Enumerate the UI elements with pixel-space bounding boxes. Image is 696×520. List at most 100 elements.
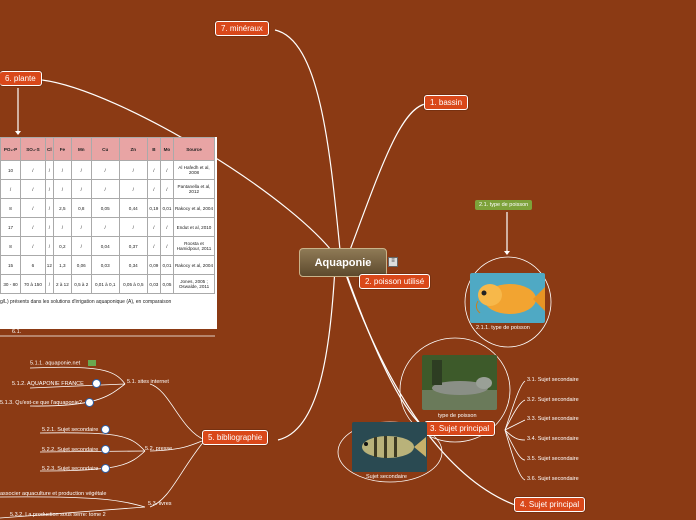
table-header-cell: Mo bbox=[160, 138, 173, 161]
subtopic-5-1[interactable]: 5.1. sites internet bbox=[127, 379, 169, 385]
table-cell: / bbox=[160, 161, 173, 180]
table-cell: / bbox=[160, 180, 173, 199]
subtopic-3-1[interactable]: 3.1. Sujet secondaire bbox=[527, 377, 579, 383]
subtopic-5-2[interactable]: 5.2. presse bbox=[145, 446, 172, 452]
table-row: 10////////Al Hafedh et al, 2008 bbox=[1, 161, 215, 180]
topic-label: 6. plante bbox=[5, 74, 36, 83]
table-cell: 0,8 bbox=[71, 199, 91, 218]
subtopic-5-1-1[interactable]: 5.1.1. aquaponie.net bbox=[30, 360, 96, 366]
table-cell: / bbox=[91, 218, 119, 237]
goldfish-image bbox=[470, 273, 545, 323]
table-cell: 0,06 bbox=[71, 256, 91, 275]
table-cell: Rakocy et al, 2004 bbox=[174, 199, 215, 218]
table-cell: 17 bbox=[1, 218, 21, 237]
table-cell: 0,03 bbox=[147, 275, 160, 294]
subtopic-3-4[interactable]: 3.4. Sujet secondaire bbox=[527, 436, 579, 442]
table-cell: 0,03 bbox=[91, 256, 119, 275]
item-label: 5.1.2. AQUAPONIE FRANCE bbox=[12, 381, 84, 387]
table-row: 17////////Endut et al, 2010 bbox=[1, 218, 215, 237]
globe-icon bbox=[85, 398, 94, 407]
image-caption: 2.1.1. type de poisson bbox=[476, 325, 530, 331]
subtopic-6-1[interactable]: 6.1. bbox=[12, 329, 21, 335]
subtopic-type-poisson[interactable]: 2.1. type de poisson bbox=[475, 200, 532, 210]
table-cell: / bbox=[53, 180, 71, 199]
table-cell: 0,44 bbox=[119, 199, 147, 218]
item-label: 5.2.2. Sujet secondaire bbox=[42, 447, 98, 453]
table-cell: / bbox=[160, 218, 173, 237]
topic-sujet-principal-4[interactable]: 4. Sujet principal bbox=[514, 497, 585, 512]
topic-poisson[interactable]: 2. poisson utilisé bbox=[359, 274, 430, 289]
table-cell: 0,34 bbox=[119, 256, 147, 275]
table-cell: / bbox=[45, 218, 53, 237]
table-cell: 0,01 bbox=[160, 199, 173, 218]
table-caption: g/L) présents dans les solutions d'irrig… bbox=[0, 299, 215, 305]
table-cell: Roosta et Hamidpour, 2011 bbox=[174, 237, 215, 256]
subtopic-5-3-1[interactable]: associer aquaculture et production végét… bbox=[0, 491, 106, 497]
topic-label: 5. bibliographie bbox=[208, 433, 262, 442]
globe-icon bbox=[101, 445, 110, 454]
table-cell: / bbox=[53, 161, 71, 180]
subtopic-3-6[interactable]: 3.6. Sujet secondaire bbox=[527, 476, 579, 482]
table-cell: / bbox=[147, 180, 160, 199]
image-caption: Sujet secondaire bbox=[366, 474, 407, 480]
topic-sujet-principal-3[interactable]: 3. Sujet principal bbox=[424, 421, 495, 436]
item-label: 5.2.3. Sujet secondaire bbox=[42, 466, 98, 472]
perch-image bbox=[352, 422, 427, 472]
topic-minerals[interactable]: 7. minéraux bbox=[215, 21, 269, 36]
subtopic-5-3[interactable]: 5.3. livres bbox=[148, 501, 172, 507]
subtopic-3-3[interactable]: 3.3. Sujet secondaire bbox=[527, 416, 579, 422]
catfish-image bbox=[422, 355, 497, 410]
table-cell: / bbox=[1, 180, 21, 199]
subtopic-5-1-2[interactable]: 5.1.2. AQUAPONIE FRANCE bbox=[12, 379, 101, 388]
table-cell: 0,01 à 0,1 bbox=[91, 275, 119, 294]
table-cell: / bbox=[147, 237, 160, 256]
central-topic[interactable]: Aquaponie bbox=[299, 248, 387, 277]
subtopic-3-5[interactable]: 3.5. Sujet secondaire bbox=[527, 456, 579, 462]
subtopic-3-2[interactable]: 3.2. Sujet secondaire bbox=[527, 397, 579, 403]
table-cell: / bbox=[147, 161, 160, 180]
topic-bassin[interactable]: 1. bassin bbox=[424, 95, 468, 110]
table-cell: Pantanella et al, 2012 bbox=[174, 180, 215, 199]
central-topic-label: Aquaponie bbox=[315, 257, 372, 269]
table-cell: / bbox=[21, 161, 46, 180]
table-cell: / bbox=[91, 161, 119, 180]
table-cell: Endut et al, 2010 bbox=[174, 218, 215, 237]
table-cell: 70 à 150 bbox=[21, 275, 46, 294]
table-cell: 0,05 bbox=[160, 275, 173, 294]
subtopic-5-2-1[interactable]: 5.2.1. Sujet secondaire bbox=[42, 425, 110, 434]
subtopic-5-3-2[interactable]: 5.3.2. La production sous serre: tome 2 bbox=[10, 512, 106, 518]
topic-label: 4. Sujet principal bbox=[520, 500, 579, 509]
topic-plante[interactable]: 6. plante bbox=[0, 71, 42, 86]
table-cell: 6 bbox=[21, 256, 46, 275]
note-icon[interactable]: ≡ bbox=[388, 257, 398, 267]
subtopic-5-2-2[interactable]: 5.2.2. Sujet secondaire bbox=[42, 445, 110, 454]
table-cell: / bbox=[21, 237, 46, 256]
globe-icon bbox=[101, 425, 110, 434]
table-cell: / bbox=[160, 237, 173, 256]
table-cell: 0,2 bbox=[53, 237, 71, 256]
topic-bibliographie[interactable]: 5. bibliographie bbox=[202, 430, 268, 445]
table-cell: 0,04 bbox=[91, 237, 119, 256]
table-cell: Al Hafedh et al, 2008 bbox=[174, 161, 215, 180]
image-icon bbox=[88, 360, 96, 366]
table-cell: 0,09 bbox=[147, 256, 160, 275]
table-cell: / bbox=[45, 275, 53, 294]
table-cell: / bbox=[119, 161, 147, 180]
image-caption: type de poisson bbox=[438, 413, 477, 419]
table-cell: / bbox=[45, 180, 53, 199]
item-label: 5.2.1. Sujet secondaire bbox=[42, 427, 98, 433]
topic-label: 1. bassin bbox=[430, 98, 462, 107]
table-cell: / bbox=[119, 180, 147, 199]
table-cell: Rakocy et al, 2004 bbox=[174, 256, 215, 275]
topic-label: 2. poisson utilisé bbox=[365, 277, 424, 286]
subtopic-5-2-3[interactable]: 5.2.3. Sujet secondaire bbox=[42, 464, 110, 473]
table-cell: / bbox=[71, 218, 91, 237]
table-cell: 15 bbox=[1, 256, 21, 275]
table-cell: / bbox=[45, 237, 53, 256]
subtopic-5-1-3[interactable]: 5.1.3. Qu'est-ce que l'aquaponie? bbox=[0, 398, 94, 407]
